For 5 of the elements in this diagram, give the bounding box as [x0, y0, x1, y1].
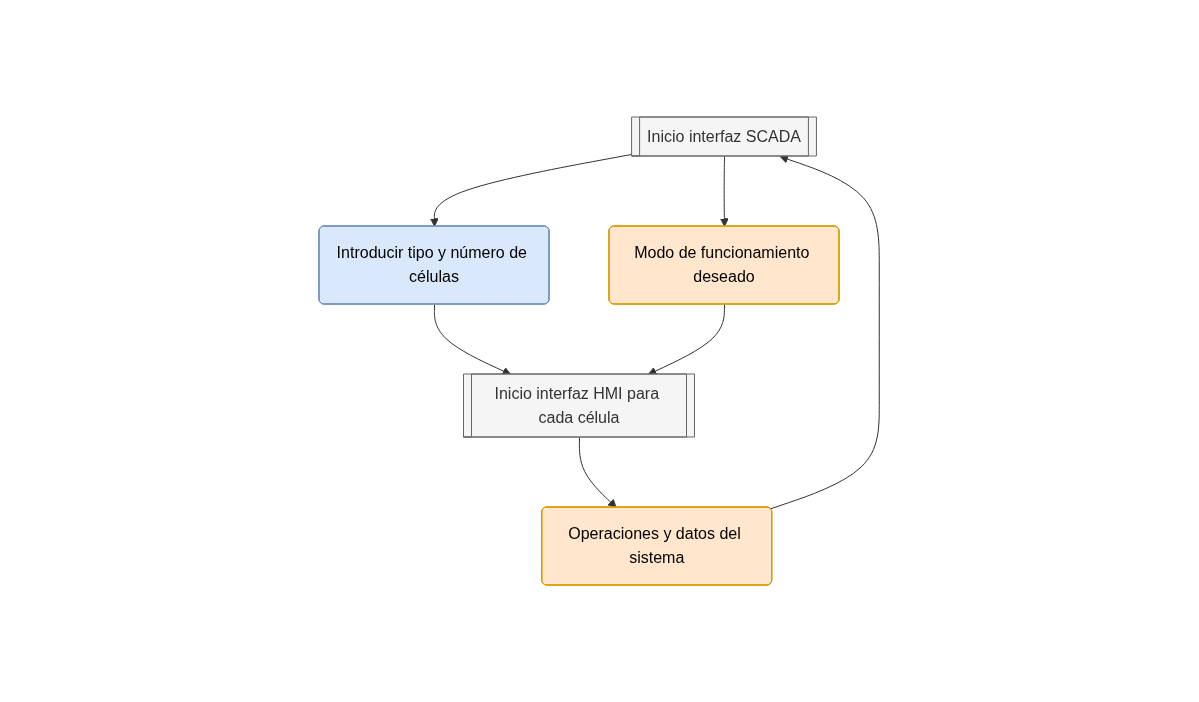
arrow	[579, 437, 618, 508]
arrow	[720, 156, 730, 227]
arrow	[430, 153, 633, 227]
arrow	[648, 304, 726, 376]
arrow	[434, 304, 512, 376]
